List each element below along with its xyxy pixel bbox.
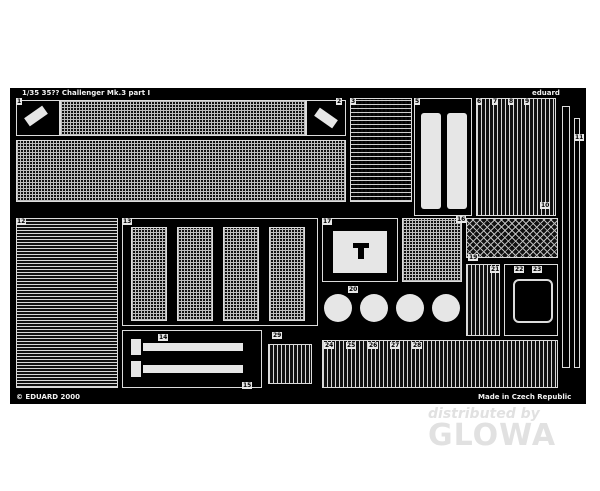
- part-11-rail: [562, 106, 570, 368]
- part-number: 12: [16, 218, 27, 225]
- screen-4: [269, 227, 305, 321]
- round-part-21: [360, 294, 388, 322]
- part-number: 8: [508, 98, 515, 105]
- part-6-10-strips: [476, 98, 556, 216]
- part-number: 11: [574, 134, 585, 141]
- part-number: 23: [532, 266, 543, 273]
- part-number: 21: [490, 266, 501, 273]
- part-18-mesh: [402, 218, 462, 282]
- part-number: 9: [524, 98, 531, 105]
- round-part-20: [324, 294, 352, 322]
- part-number: 2: [336, 98, 343, 105]
- part-12-louvres: [16, 218, 118, 388]
- screen-2: [177, 227, 213, 321]
- part-number: 22: [514, 266, 525, 273]
- part-number: 29: [272, 332, 283, 339]
- part-5-frame: [414, 98, 472, 216]
- part-number: 3: [350, 98, 357, 105]
- part-24-strips: [466, 264, 500, 336]
- brand-label: eduard: [532, 89, 560, 97]
- part-upper-grille: [60, 100, 306, 136]
- part-29-37-pins: [322, 340, 558, 388]
- watermark-line1: distributed by: [428, 406, 540, 422]
- part-number: 20: [348, 286, 359, 293]
- part-number: 6: [476, 98, 483, 105]
- part-number: 10: [540, 202, 551, 209]
- distributor-watermark: distributed by GLOWA: [428, 406, 556, 453]
- part-rail-2: [574, 118, 580, 368]
- part-14-brackets: [122, 330, 262, 388]
- part-13-frame: [122, 218, 318, 326]
- origin-label: Made in Czech Republic: [478, 393, 572, 401]
- part-4-panel: [350, 98, 412, 202]
- copyright-label: © EDUARD 2000: [16, 393, 81, 401]
- round-part-23: [432, 294, 460, 322]
- kit-title: 1/35 35?? Challenger Mk.3 part I: [22, 89, 151, 97]
- part-number: 1: [16, 98, 23, 105]
- part-corner-right: [306, 100, 346, 136]
- part-number: 28: [412, 342, 423, 349]
- watermark-line2: GLOWA: [428, 418, 557, 453]
- part-number: 25: [346, 342, 357, 349]
- part-number: 14: [158, 334, 169, 341]
- part-number: 26: [368, 342, 379, 349]
- round-part-22: [396, 294, 424, 322]
- part-number: 5: [414, 98, 421, 105]
- part-25-bracket: [504, 264, 558, 336]
- part-number: 13: [122, 218, 133, 225]
- part-number: 16: [456, 216, 467, 223]
- part-number: 7: [492, 98, 499, 105]
- part-19-net: [466, 218, 558, 258]
- part-corner-left: [16, 100, 60, 136]
- part-17-plate: [322, 218, 398, 282]
- part-pins: [268, 344, 312, 384]
- screen-3: [223, 227, 259, 321]
- photo-etch-fret: 1/35 35?? Challenger Mk.3 part I eduard: [10, 88, 586, 453]
- part-main-grille: [16, 140, 346, 202]
- part-number: 24: [324, 342, 335, 349]
- part-number: 19: [468, 254, 479, 261]
- part-number: 27: [390, 342, 401, 349]
- part-number: 17: [322, 218, 333, 225]
- part-number: 15: [242, 382, 253, 389]
- screen-1: [131, 227, 167, 321]
